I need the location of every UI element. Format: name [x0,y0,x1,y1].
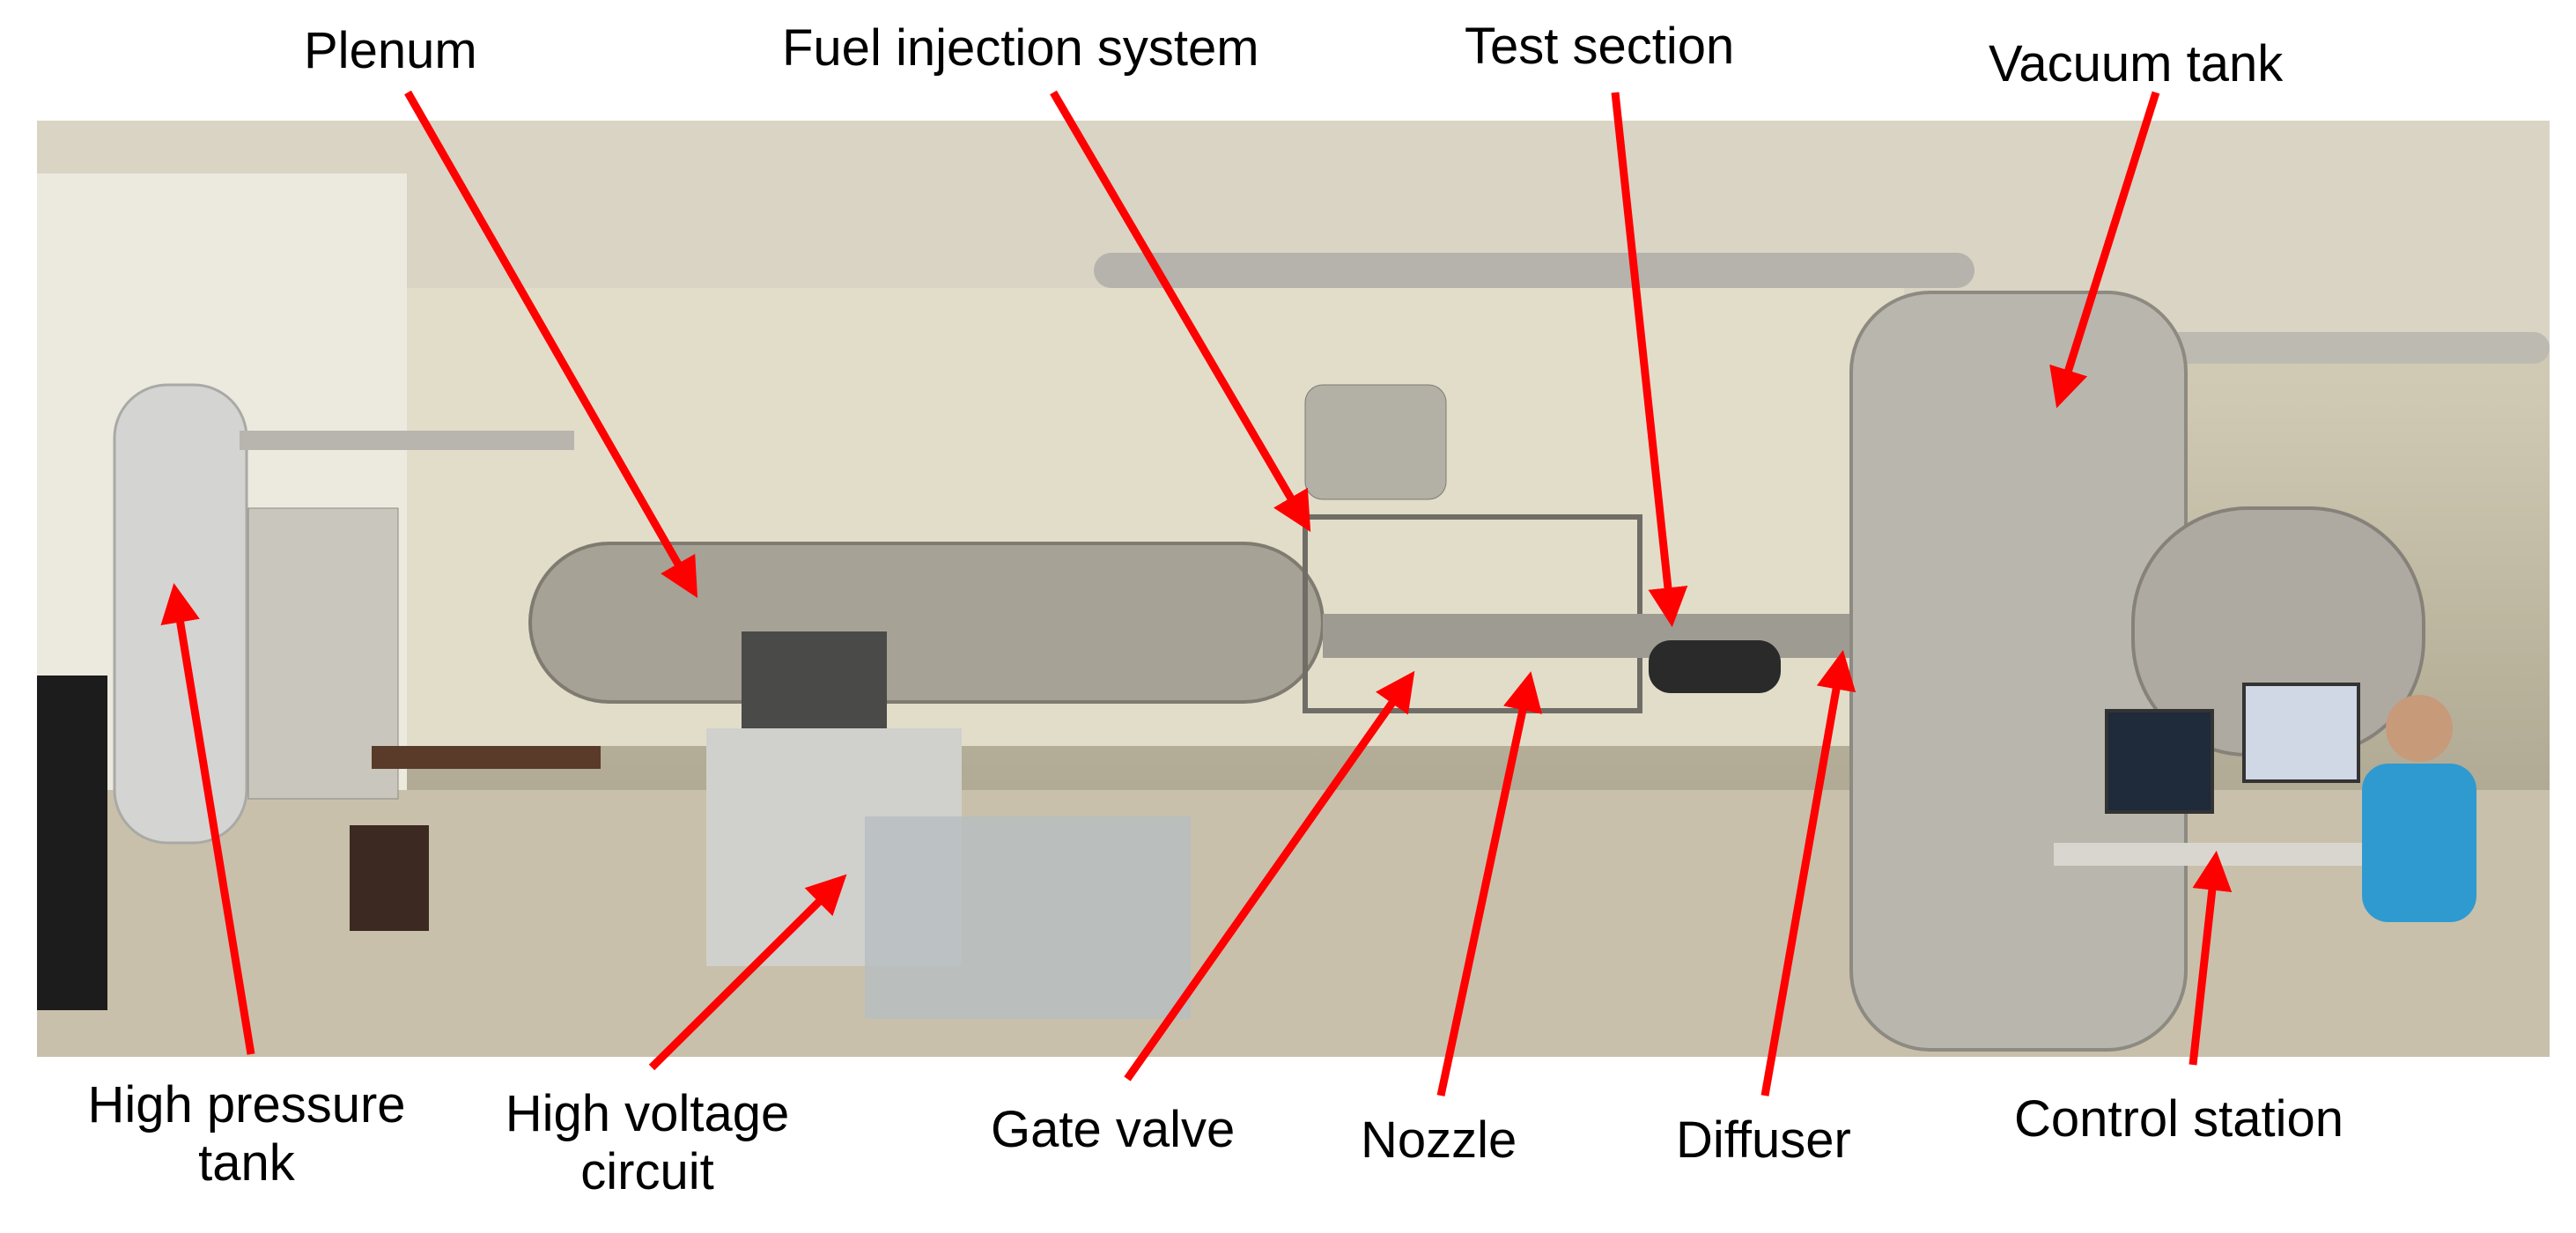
arrow-test-section [1611,92,1688,628]
label-vacuum-tank: Vacuum tank [1989,35,2284,92]
nozzle-pipe [1323,614,1869,658]
label-control-station: Control station [2014,1090,2343,1148]
label-high-pressure-tank: High pressure tank [62,1076,432,1192]
pipe-top [240,431,574,450]
arrow-gate-valve [1124,670,1415,1082]
test-section-optics [1649,640,1781,693]
operator-shirt [2362,764,2476,922]
label-high-pressure-tank-line2: tank [198,1134,295,1192]
fuel-injection-unit [1304,384,1447,500]
label-plenum: Plenum [304,22,477,79]
arrow-fuel-injection-system [1050,90,1311,532]
arrow-nozzle [1436,671,1543,1096]
label-high-voltage-circuit-line1: High voltage [505,1085,790,1142]
arrow-high-voltage-circuit [648,874,847,1071]
chair [350,825,429,931]
black-cabinet [37,676,107,1010]
lab-photograph [37,121,2550,1057]
arrow-plenum [404,90,698,599]
overhead-duct [1094,253,1974,288]
label-diffuser: Diffuser [1676,1111,1851,1169]
arrow-control-station [2188,850,2233,1066]
label-nozzle: Nozzle [1361,1111,1517,1169]
monitor-left [2105,709,2214,814]
label-fuel-injection-system: Fuel injection system [782,19,1259,77]
label-test-section: Test section [1465,18,1735,75]
label-high-voltage-circuit: High voltage circuit [462,1085,832,1201]
desk [372,746,601,769]
operator-head [2386,695,2453,762]
high-voltage-enclosure [865,816,1191,1019]
label-gate-valve: Gate valve [991,1101,1236,1158]
arrow-diffuser [1760,650,1856,1096]
arrow-vacuum-tank [2049,91,2160,409]
label-high-pressure-tank-line1: High pressure [87,1076,406,1133]
label-high-voltage-circuit-line2: circuit [580,1143,714,1200]
oscilloscope [742,631,887,728]
arrow-high-pressure-tank [160,583,255,1055]
monitor-right [2242,683,2360,783]
lab-scene [37,121,2550,1057]
